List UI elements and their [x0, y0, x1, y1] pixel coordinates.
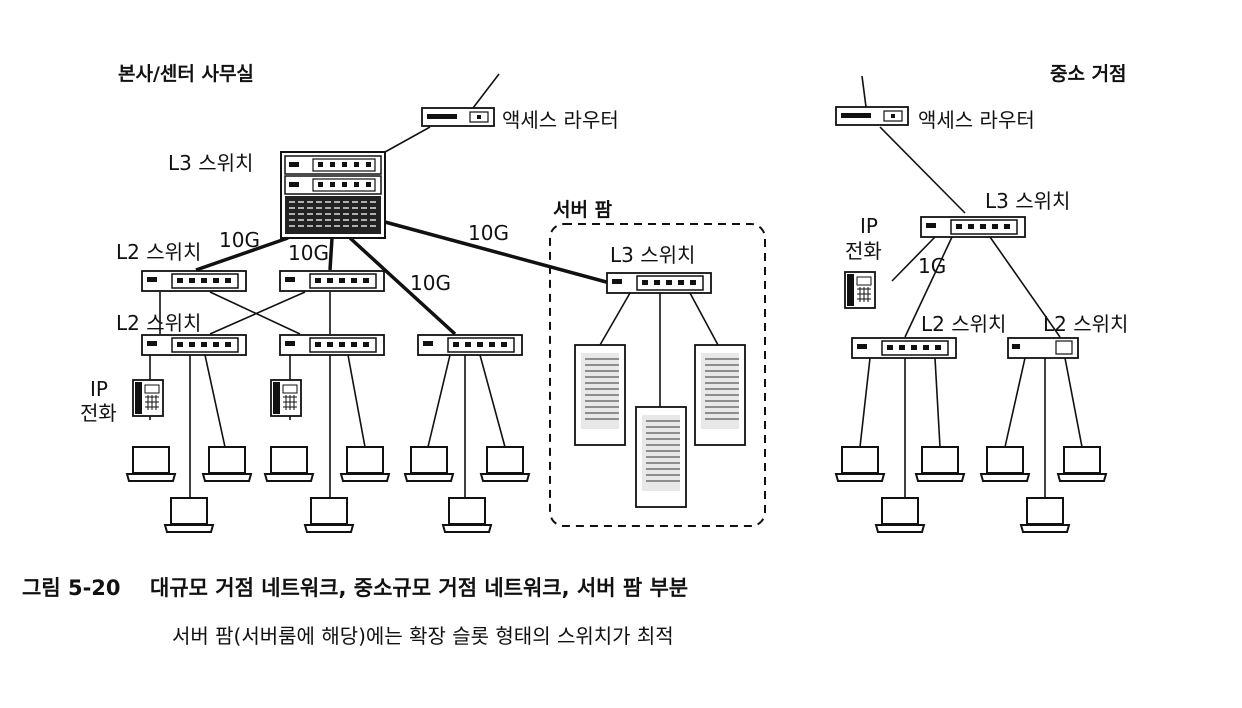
hq-ip-label: IP	[90, 377, 108, 401]
branch-l3-switch-label: L3 스위치	[985, 189, 1070, 213]
hq-l2-switch-label-top: L2 스위치	[116, 240, 201, 264]
hq-l3-switch-label: L3 스위치	[168, 151, 253, 175]
hq-phone-label: 전화	[80, 401, 117, 425]
server-farm-l3-switch-label: L3 스위치	[610, 243, 695, 267]
branch-link-label-1g: 1G	[918, 254, 946, 278]
hq-network: 본사/센터 사무실 액세스 라우터 L3 스위치 L2 스위치 L2 스위치 1…	[80, 63, 619, 533]
server-farm-heading: 서버 팜	[553, 199, 613, 221]
figure-subtitle: 서버 팜(서버룸에 해당)에는 확장 슬롯 형태의 스위치가 최적	[172, 624, 674, 648]
hq-heading: 본사/센터 사무실	[118, 63, 254, 85]
branch-phone-label: 전화	[845, 239, 882, 263]
branch-ip-label: IP	[860, 214, 878, 238]
server-farm: 서버 팜 L3 스위치	[549, 199, 766, 527]
branch-heading: 중소 거점	[1050, 63, 1127, 85]
hq-l2-switch-label-bottom: L2 스위치	[116, 311, 201, 335]
branch-l2-switch-label-b: L2 스위치	[1043, 312, 1128, 336]
branch-network: 중소 거점 액세스 라우터 L3 스위치 IP 전화 1G L2 스위치 L2 …	[835, 63, 1128, 533]
hq-link-label-10g-3: 10G	[410, 271, 451, 295]
branch-access-router-label: 액세스 라우터	[918, 108, 1035, 132]
hq-link-label-10g-2: 10G	[288, 241, 329, 265]
hq-link-label-10g-1: 10G	[219, 228, 260, 252]
figure-caption: 그림 5-20 대규모 거점 네트워크, 중소규모 거점 네트워크, 서버 팜 부…	[22, 572, 688, 602]
hq-access-router-label: 액세스 라우터	[502, 108, 619, 132]
branch-l2-switch-label-a: L2 스위치	[921, 312, 1006, 336]
figure-number: 그림 5-20	[22, 576, 121, 600]
hq-link-label-10g-4: 10G	[468, 221, 509, 245]
branch-l2-switch-b	[1007, 337, 1079, 359]
figure-title: 대규모 거점 네트워크, 중소규모 거점 네트워크, 서버 팜 부분	[150, 576, 689, 600]
